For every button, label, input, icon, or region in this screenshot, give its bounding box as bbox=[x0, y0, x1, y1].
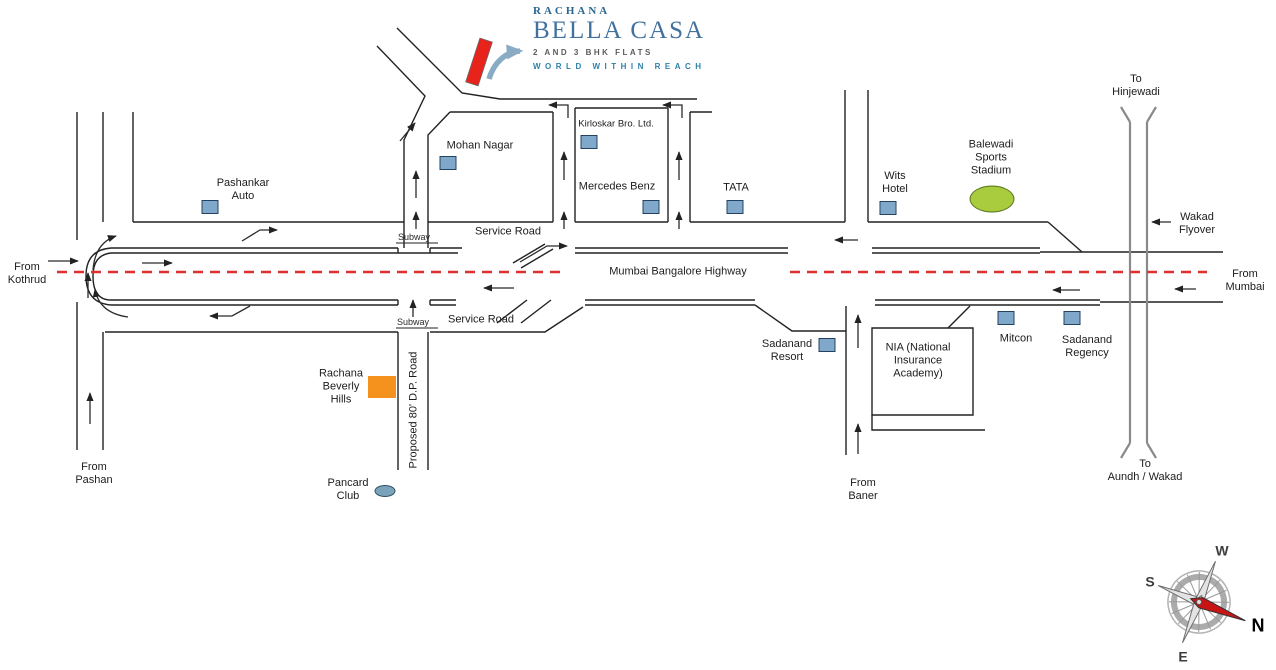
compass-letter-n: N bbox=[1251, 615, 1265, 636]
mumbai-bangalore-highway-label: Mumbai Bangalore Highway bbox=[609, 265, 747, 278]
compass-letter-w: W bbox=[1215, 542, 1229, 559]
mercedes-benz-label: Mercedes Benz bbox=[578, 180, 656, 193]
wits-hotel-marker bbox=[879, 201, 897, 215]
balewadi-stadium-marker bbox=[969, 185, 1015, 213]
proposed-dp-road-label: Proposed 80' D.P. Road bbox=[407, 351, 420, 469]
pashankar-auto-marker bbox=[201, 200, 219, 214]
subway-top-label: Subway bbox=[397, 232, 431, 242]
wakad-flyover-road bbox=[1120, 106, 1157, 459]
compass-letter-s: S bbox=[1145, 573, 1155, 590]
logo-name: BELLA CASA bbox=[533, 17, 706, 44]
compass-needle-icon bbox=[1189, 597, 1246, 622]
kirloskar-marker bbox=[580, 135, 598, 149]
mohan-nagar-label: Mohan Nagar bbox=[446, 139, 514, 152]
site-marker-icon bbox=[465, 37, 493, 87]
logo-tagline: 2 AND 3 BHK FLATS bbox=[533, 48, 653, 57]
service-road-top-label: Service Road bbox=[474, 225, 542, 238]
mercedes-benz-marker bbox=[642, 200, 660, 214]
tata-label: TATA bbox=[723, 181, 749, 194]
tata-marker bbox=[726, 200, 744, 214]
pancard-club-marker bbox=[374, 485, 396, 497]
rachana-beverly-hills-marker bbox=[368, 376, 396, 398]
sadanand-resort-marker bbox=[818, 338, 836, 352]
mohan-nagar-marker bbox=[439, 156, 457, 170]
mitcon-label: Mitcon bbox=[999, 332, 1033, 345]
compass-rose-icon bbox=[1157, 560, 1246, 644]
project-logo: RACHANA BELLA CASA 2 AND 3 BHK FLATS WOR… bbox=[533, 5, 793, 71]
service-road-bottom-label: Service Road bbox=[447, 313, 515, 326]
roads-lines bbox=[76, 27, 1223, 470]
direction-arrows bbox=[48, 101, 1196, 454]
kirloskar-bro-ltd-label: Kirloskar Bro. Ltd. bbox=[578, 118, 654, 130]
mitcon-marker bbox=[997, 311, 1015, 325]
subway-bottom-label: Subway bbox=[396, 317, 430, 327]
compass-letter-e: E bbox=[1178, 648, 1188, 665]
logo-brand: RACHANA bbox=[533, 5, 611, 17]
logo-slogan: WORLD WITHIN REACH bbox=[533, 62, 706, 71]
sadanand-regency-marker bbox=[1063, 311, 1081, 325]
site-pointer-arrow-icon bbox=[486, 44, 524, 80]
